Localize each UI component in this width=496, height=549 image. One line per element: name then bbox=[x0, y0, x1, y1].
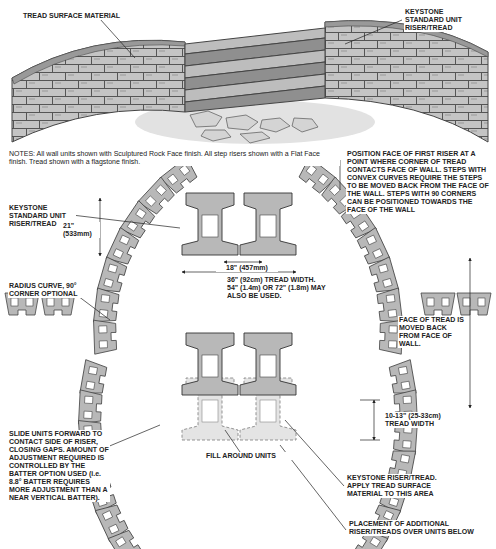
core-hole bbox=[330, 185, 341, 196]
callout-label: RADIUS CURVE, 90° CORNER OPTIONAL bbox=[8, 282, 82, 298]
riser-tread-outline bbox=[240, 333, 296, 395]
core-hole bbox=[463, 298, 470, 306]
core-hole bbox=[113, 249, 123, 259]
core-hole bbox=[398, 366, 407, 374]
note-text: NOTES: All wall units shown with Sculptu… bbox=[8, 150, 340, 166]
wall-unit bbox=[78, 390, 102, 425]
core-hole bbox=[427, 298, 434, 306]
curved-wall-right bbox=[325, 21, 488, 142]
riser-tread-outline bbox=[182, 193, 238, 255]
core-hole bbox=[47, 298, 54, 306]
core-hole bbox=[373, 249, 383, 259]
core-hole bbox=[168, 174, 178, 185]
riser-tread-unit bbox=[182, 193, 238, 255]
core-hole bbox=[260, 400, 276, 422]
core-hole bbox=[104, 278, 114, 287]
core-hole bbox=[99, 326, 107, 333]
callout-label: 36" (92cm) TREAD WIDTH. 54" (1.4m) OR 72… bbox=[226, 276, 328, 300]
core-hole bbox=[306, 165, 316, 176]
core-hole bbox=[202, 400, 218, 422]
core-hole bbox=[136, 208, 147, 218]
core-hole bbox=[403, 396, 411, 403]
wall-unit-outline bbox=[457, 293, 491, 315]
perspective-scene bbox=[12, 21, 488, 144]
callout-label: 18" (457mm) bbox=[216, 264, 278, 272]
callout-label: FILL AROUND UNITS bbox=[205, 452, 297, 460]
core-hole bbox=[370, 537, 380, 547]
core-hole bbox=[260, 215, 276, 237]
core-hole bbox=[62, 298, 69, 306]
callout-label: KEYSTONE STANDARD UNIT RISER/TREAD bbox=[404, 8, 476, 32]
core-hole bbox=[108, 264, 118, 273]
wall-cap bbox=[12, 40, 185, 84]
core-hole bbox=[145, 196, 156, 207]
leader-lines bbox=[72, 19, 402, 530]
core-hole bbox=[120, 235, 130, 245]
core-hole bbox=[318, 174, 328, 185]
wall-unit bbox=[457, 293, 491, 315]
core-hole bbox=[400, 455, 409, 463]
core-hole bbox=[388, 309, 397, 317]
callout-label: KEYSTONE RISER/TREAD. APPLY TREAD SURFAC… bbox=[346, 474, 456, 498]
callout-label: SLIDE UNITS FORWARD TO CONTACT SIDE OF R… bbox=[8, 430, 110, 502]
riser-tread-outline bbox=[182, 333, 238, 395]
core-hole bbox=[86, 381, 95, 389]
callout-label: POSITION FACE OF FIRST RISER AT A POINT … bbox=[346, 150, 494, 214]
core-hole bbox=[358, 221, 369, 231]
core-hole bbox=[109, 524, 119, 534]
core-hole bbox=[202, 355, 218, 377]
callout-label: TREAD SURFACE MATERIAL bbox=[22, 12, 134, 20]
wall-unit-outline bbox=[93, 288, 119, 324]
core-hole bbox=[156, 185, 167, 196]
wall-unit bbox=[93, 288, 119, 324]
core-hole bbox=[88, 366, 97, 374]
core-hole bbox=[202, 215, 218, 237]
wall-unit-outline bbox=[94, 319, 117, 354]
riser-tread-unit bbox=[240, 333, 296, 395]
core-hole bbox=[84, 411, 92, 418]
core-hole bbox=[102, 511, 112, 521]
core-hole bbox=[389, 497, 399, 506]
core-hole bbox=[116, 537, 126, 547]
core-hole bbox=[101, 295, 110, 303]
core-hole bbox=[85, 396, 93, 403]
core-hole bbox=[366, 235, 376, 245]
core-hole bbox=[388, 341, 396, 348]
callout-label: 10-13" (25-33cm) TREAD WIDTH bbox=[384, 412, 458, 428]
wall-unit bbox=[94, 319, 117, 354]
wall-unit bbox=[108, 527, 145, 549]
core-hole bbox=[99, 341, 107, 348]
core-hole bbox=[401, 381, 410, 389]
core-hole bbox=[179, 165, 189, 176]
callout-label: PLACEMENT OF ADDITIONAL RISER/TREADS OVE… bbox=[348, 520, 476, 536]
riser-tread-outline bbox=[240, 193, 296, 255]
wall-unit bbox=[421, 293, 455, 315]
core-hole bbox=[389, 326, 397, 333]
core-hole bbox=[26, 298, 33, 306]
flagstones bbox=[190, 111, 318, 143]
core-hole bbox=[478, 298, 485, 306]
steps bbox=[185, 28, 325, 112]
plan-view bbox=[5, 157, 491, 549]
wall-unit-outline bbox=[421, 293, 455, 315]
wall-unit-outline bbox=[108, 527, 145, 549]
riser-tread-unit bbox=[182, 333, 238, 395]
callout-label: FACE OF TREAD IS MOVED BACK FROM FACE OF… bbox=[398, 316, 468, 348]
wall-unit-outline bbox=[78, 390, 102, 425]
core-hole bbox=[383, 511, 393, 521]
core-hole bbox=[403, 441, 411, 449]
core-hole bbox=[99, 309, 108, 317]
riser-tread-unit bbox=[240, 193, 296, 255]
core-hole bbox=[386, 295, 395, 303]
core-hole bbox=[260, 355, 276, 377]
core-hole bbox=[442, 298, 449, 306]
core-hole bbox=[11, 298, 18, 306]
callout-label: 21" (533mm) bbox=[62, 222, 100, 238]
curved-wall-left bbox=[12, 40, 185, 142]
core-hole bbox=[383, 278, 393, 287]
core-hole bbox=[378, 264, 388, 273]
